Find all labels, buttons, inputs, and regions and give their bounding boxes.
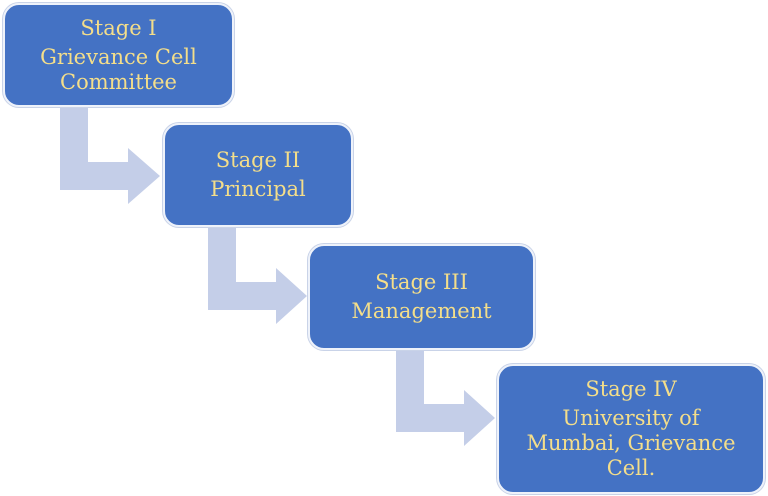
arrow-stage2-to-stage3 bbox=[208, 227, 307, 324]
stage-3-box: Stage III Management bbox=[308, 244, 535, 350]
stage-1-line-2: Committee bbox=[60, 69, 177, 94]
stage-4-line-1: University of bbox=[562, 406, 700, 430]
stage-1-line-1: Grievance Cell bbox=[40, 44, 197, 69]
stage-2-box: Stage II Principal bbox=[163, 123, 353, 227]
stage-4-line-3: Cell. bbox=[606, 456, 656, 480]
stage-4-box: Stage IV University of Mumbai, Grievance… bbox=[497, 364, 765, 494]
arrow-stage1-to-stage2 bbox=[60, 107, 160, 204]
stage-2-line-1: Principal bbox=[210, 177, 306, 201]
stage-3-line-1: Management bbox=[351, 299, 492, 323]
stage-4-title: Stage IV bbox=[585, 377, 677, 401]
stage-4-line-2: Mumbai, Grievance bbox=[526, 431, 736, 455]
arrow-stage3-to-stage4 bbox=[396, 350, 495, 446]
stage-1-box: Stage I Grievance Cell Committee bbox=[3, 3, 234, 107]
stage-2-title: Stage II bbox=[215, 148, 301, 172]
stage-3-title: Stage III bbox=[375, 270, 468, 294]
stage-1-title: Stage I bbox=[80, 15, 157, 40]
